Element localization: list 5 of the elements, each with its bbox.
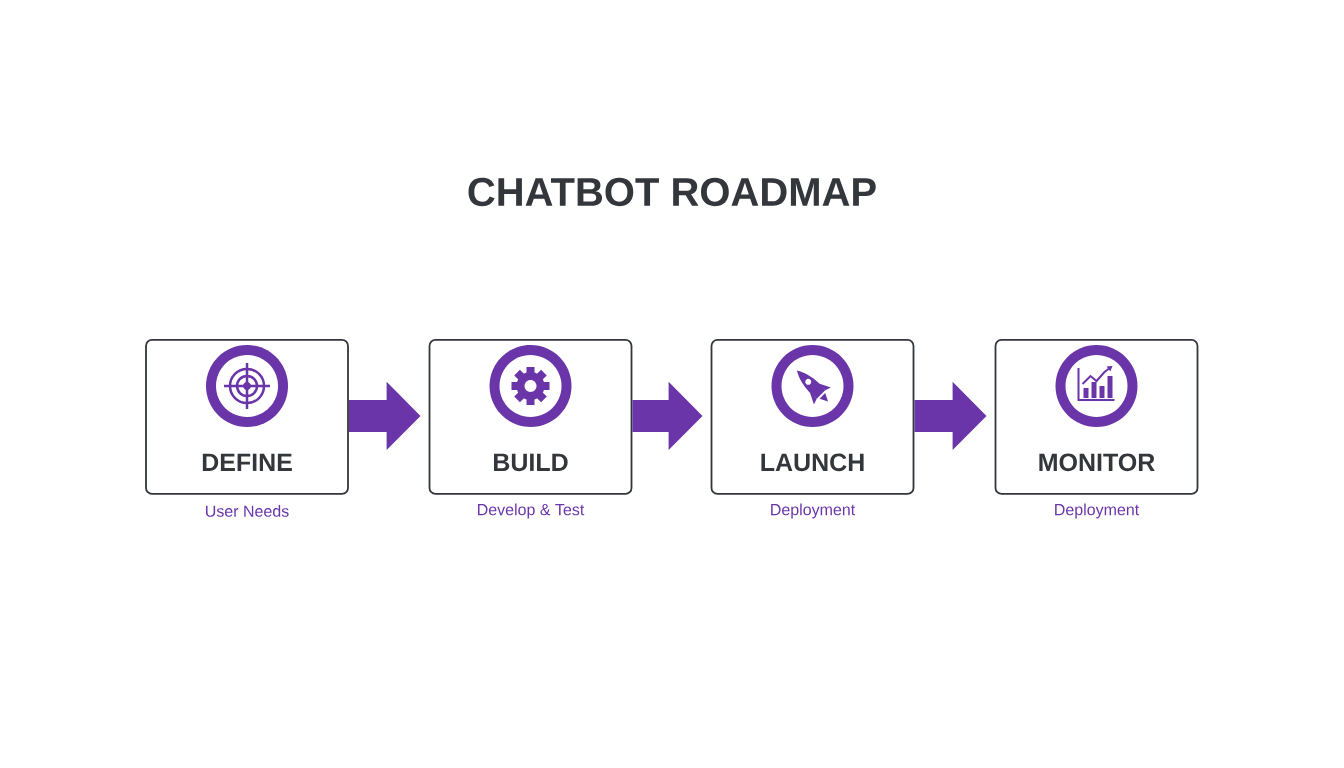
caption-text: Deployment — [1055, 503, 1140, 519]
caption-text: User Needs — [206, 505, 289, 517]
title: CHATBOT ROADMAP — [468, 177, 876, 207]
caption-text: Deployment — [771, 503, 856, 519]
caption-text: Develop & Test — [478, 503, 585, 519]
